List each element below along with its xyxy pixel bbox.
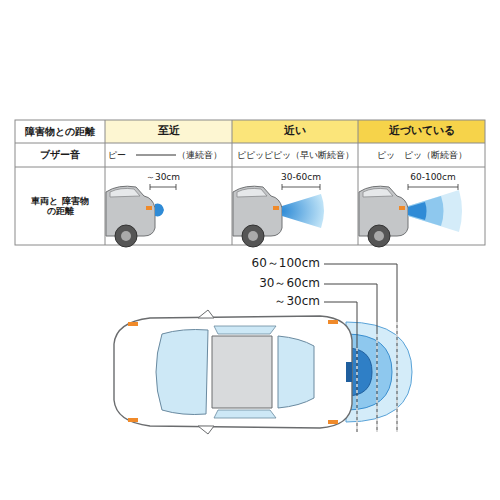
table-cell-box: ピピッピピッ（早い断続音） — [232, 143, 358, 167]
dimension-bracket — [408, 184, 458, 190]
header-cell — [232, 120, 358, 143]
car-rear — [106, 186, 164, 247]
dimension-label: ～30cm — [146, 172, 180, 182]
header-cell — [358, 120, 485, 143]
car-rear — [359, 186, 462, 247]
distance-label-box: ～30cm — [214, 294, 320, 310]
table-header-box: 至近 — [105, 120, 232, 143]
dimension-label-box: 30-60cm — [270, 171, 332, 184]
distance-label: ～30cm — [274, 295, 320, 309]
table-cell-box: 車両と 障害物の距離 — [28, 167, 92, 245]
table-cell: ピッ ピッ（断続音） — [377, 150, 467, 160]
distance-label-box: 60～100cm — [214, 256, 320, 272]
sensor-zones — [346, 322, 412, 422]
sensor-zone — [282, 194, 324, 228]
tone-line — [136, 155, 176, 156]
table-header-box: 近づいている — [358, 120, 485, 143]
table-cell: ピー — [108, 150, 126, 160]
table-cell: ブザー音 — [40, 149, 80, 161]
sensor-zone — [408, 190, 462, 232]
distance-label-box: 30～60cm — [214, 276, 320, 292]
table-cell-box: ピー — [108, 143, 135, 167]
table-cell-box: ブザー音 — [15, 143, 105, 167]
car-top-view — [114, 310, 352, 434]
dimension-label: 30-60cm — [281, 172, 321, 182]
table-header-box: 近い — [232, 120, 358, 143]
table-header: 至近 — [158, 125, 180, 138]
table-cell-box: ピッ ピッ（断続音） — [358, 143, 485, 167]
header-cell — [105, 120, 232, 143]
dimension-label: 60-100cm — [410, 172, 456, 182]
table-header: 近づいている — [389, 125, 455, 138]
distance-label: 60～100cm — [252, 257, 320, 271]
dimension-label-box: ～30cm — [136, 171, 190, 184]
table-cell: 車両と 障害物の距離 — [28, 196, 92, 217]
table-cell: （連続音） — [177, 150, 222, 160]
car-rear — [233, 186, 324, 247]
table-header: 近い — [284, 125, 306, 138]
dimension-label-box: 60-100cm — [400, 171, 466, 184]
table-cell: ピピッピピッ（早い断続音） — [237, 150, 354, 160]
dimension-bracket — [150, 184, 176, 190]
table-header-box: 障害物との距離 — [15, 120, 105, 143]
sensor-zone — [155, 204, 164, 217]
leader-line — [324, 264, 397, 432]
table-cell-box: （連続音） — [177, 143, 231, 167]
dimension-bracket — [282, 184, 320, 190]
distance-label: 30～60cm — [259, 277, 320, 291]
table-header: 障害物との距離 — [25, 126, 95, 138]
